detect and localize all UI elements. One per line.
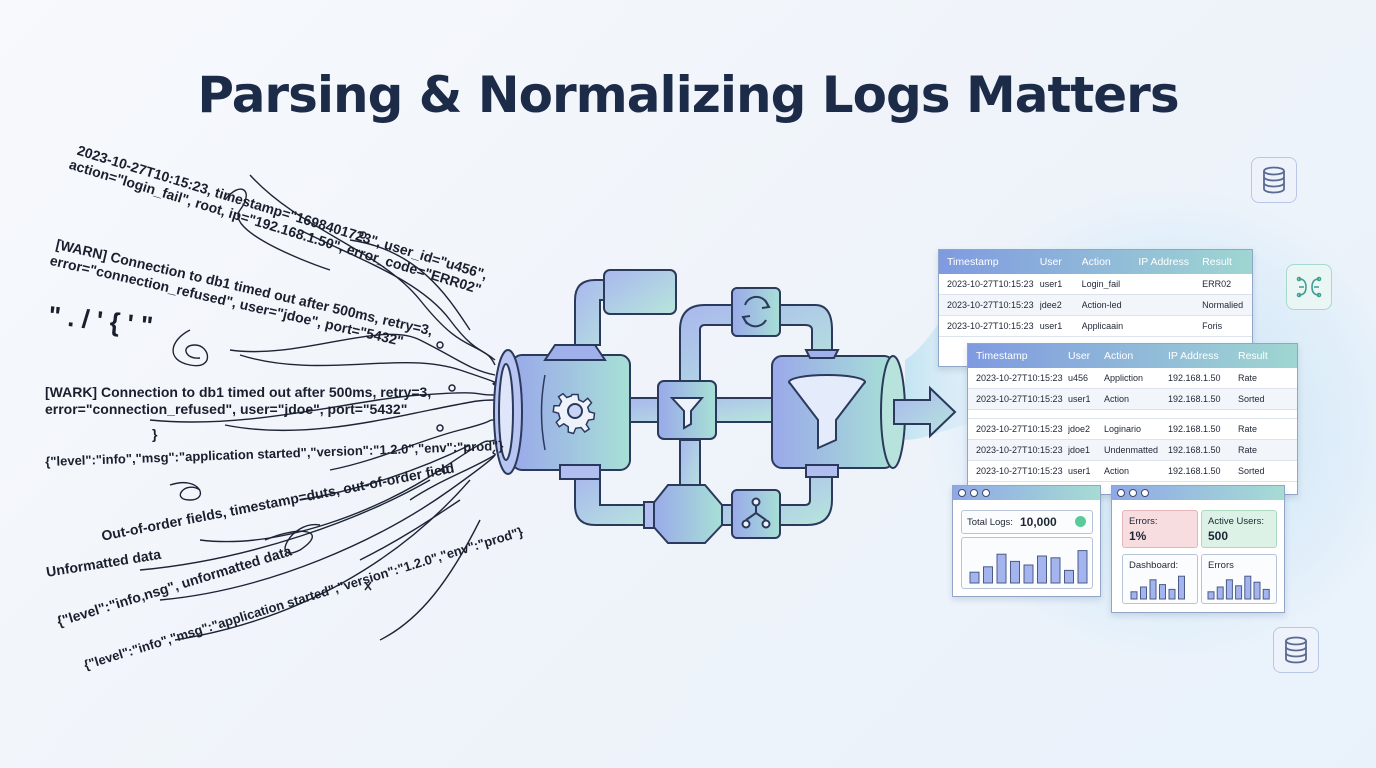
chart-bar	[1010, 560, 1020, 584]
chart-bar	[1064, 569, 1074, 584]
dashboard-window-metrics: Errors: 1% Active Users: 500 Dashboard: …	[1111, 485, 1285, 613]
dashboard-window-logs: Total Logs: 10,000	[952, 485, 1101, 597]
window-titlebar	[953, 486, 1100, 500]
squiggle-lines	[139, 174, 497, 641]
total-logs-card: Total Logs: 10,000	[961, 510, 1093, 534]
database-icon	[1251, 157, 1297, 203]
column-header: Timestamp	[947, 256, 999, 268]
table-header: Timestamp User Action IP Address Result	[939, 250, 1252, 274]
chart-bar	[1225, 579, 1233, 600]
bar-chart-card	[961, 537, 1093, 589]
chart-bar	[1037, 555, 1047, 584]
active-users-value: 500	[1208, 529, 1229, 543]
chart-bar	[1149, 579, 1157, 600]
column-header: Result	[1202, 256, 1232, 268]
chart-bar	[1140, 586, 1147, 600]
chart-bar	[1130, 591, 1138, 600]
errors-chart-label: Errors	[1208, 560, 1234, 571]
split-box	[731, 489, 781, 539]
refresh-box	[731, 287, 781, 337]
valve	[643, 484, 723, 544]
table-spacer	[968, 410, 1297, 419]
bar-chart	[1207, 575, 1270, 600]
merge-icon	[1286, 264, 1332, 310]
bar-chart	[969, 550, 1088, 584]
normalized-table-front: Timestamp User Action IP Address Result …	[967, 343, 1298, 495]
errors-label: Errors:	[1129, 516, 1158, 527]
total-logs-value: 10,000	[1020, 515, 1057, 529]
chart-bar	[1253, 581, 1261, 600]
column-header: IP Address	[1168, 350, 1219, 362]
chart-bar	[1262, 588, 1270, 600]
dashboard-chart-card: Dashboard:	[1122, 554, 1198, 604]
active-users-label: Active Users:	[1208, 516, 1264, 527]
chart-bar	[1207, 591, 1215, 600]
errors-value: 1%	[1129, 529, 1147, 543]
column-header: Timestamp	[976, 350, 1028, 362]
chart-bar	[1050, 557, 1061, 584]
chart-bar	[969, 571, 980, 584]
chart-bar	[1077, 550, 1088, 584]
gear-icon	[552, 392, 596, 435]
output-arrow-icon	[893, 385, 957, 439]
chart-bar	[1235, 585, 1243, 600]
chart-bar	[996, 553, 1007, 584]
database-icon	[1273, 627, 1319, 673]
page-title: Parsing & Normalizing Logs Matters	[197, 66, 1179, 124]
total-logs-label: Total Logs:	[967, 517, 1013, 528]
scatter-marks	[359, 231, 456, 591]
log-fragment: }	[152, 426, 158, 442]
column-header: IP Address	[1138, 256, 1189, 268]
chart-bar	[1023, 564, 1034, 584]
chart-bar	[983, 566, 993, 584]
log-line: [WARK] Connection to db1 timed out after…	[45, 384, 432, 400]
errors-chart-card: Errors	[1201, 554, 1277, 604]
chart-bar	[1178, 575, 1185, 600]
column-header: Action	[1104, 350, 1134, 362]
status-dot-icon	[1075, 516, 1086, 527]
column-header: User	[1039, 256, 1062, 268]
filter-box	[657, 380, 717, 440]
table-header: Timestamp User Action IP Address Result	[968, 344, 1297, 368]
column-header: Action	[1081, 256, 1111, 268]
column-header: User	[1068, 350, 1091, 362]
chart-bar	[1244, 575, 1252, 600]
chart-bar	[1159, 584, 1166, 600]
dashboard-label: Dashboard:	[1129, 560, 1179, 571]
log-line: error="connection_refused", user="jdoe",…	[45, 401, 408, 417]
errors-card: Errors: 1%	[1122, 510, 1198, 548]
chart-bar	[1216, 586, 1224, 600]
column-header: Result	[1238, 350, 1268, 362]
bar-chart	[1130, 575, 1185, 600]
funnel-icon	[788, 374, 866, 450]
active-users-card: Active Users: 500	[1201, 510, 1277, 548]
window-titlebar	[1112, 486, 1284, 500]
chart-bar	[1168, 588, 1176, 600]
